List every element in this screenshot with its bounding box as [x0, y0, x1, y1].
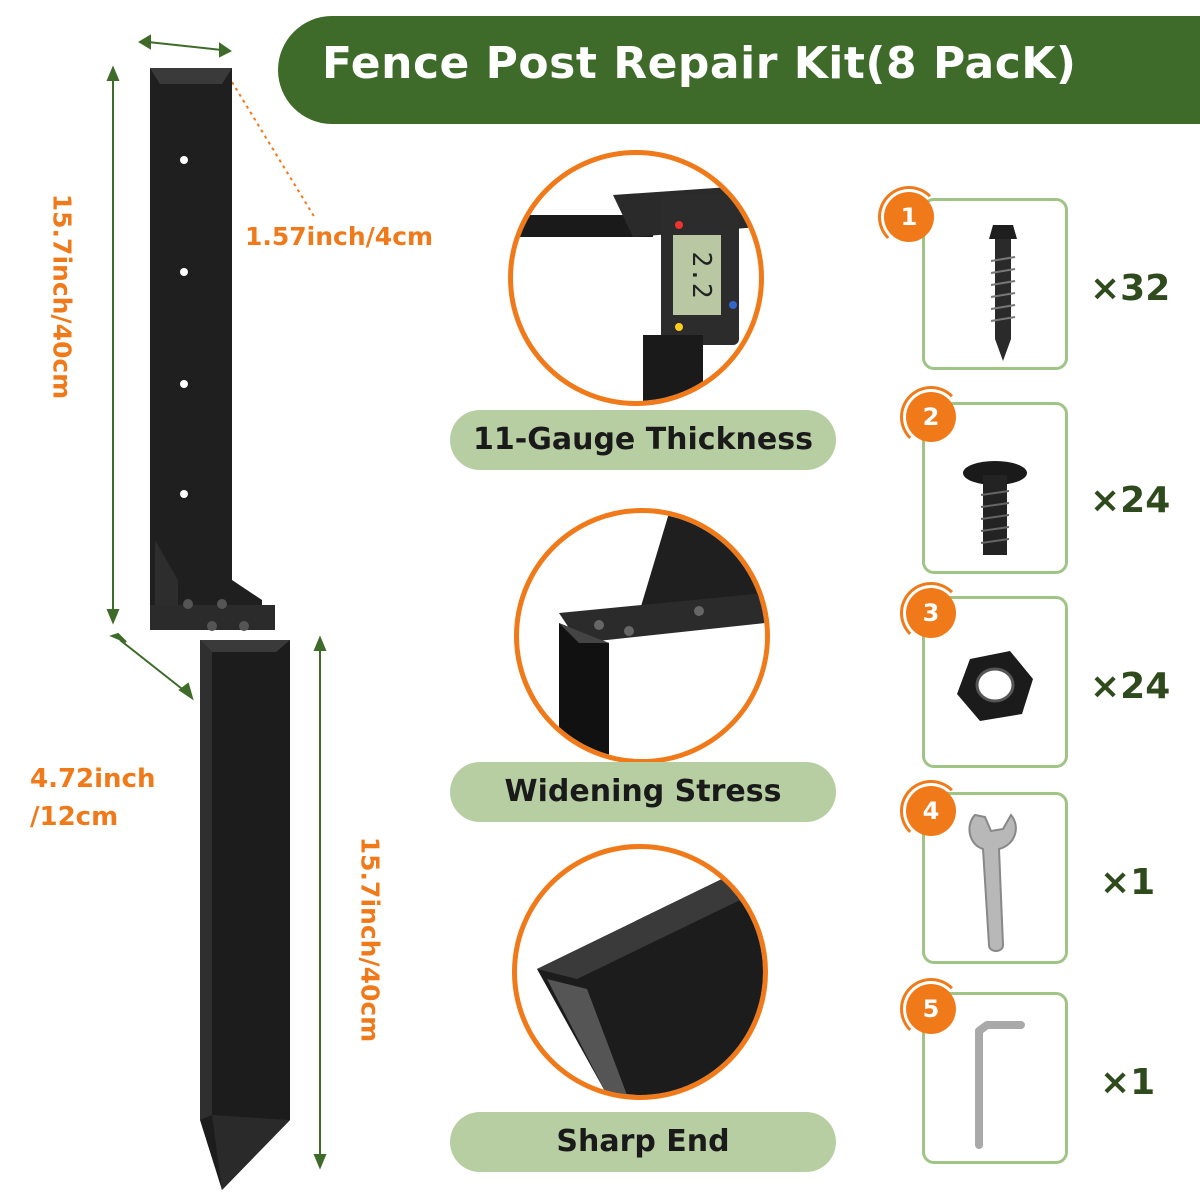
feature-label-stress: Widening Stress [450, 762, 836, 822]
side-width-line1: 4.72inch [30, 764, 156, 794]
badge-1: 1 [884, 192, 934, 242]
side-width-label: 4.72inch /12cm [30, 760, 156, 836]
badge-ring-4 [900, 780, 962, 842]
qty-2: ×24 [1090, 480, 1171, 521]
hex-nut-icon [957, 651, 1033, 721]
hex-key-icon [975, 1021, 1025, 1149]
bottom-height-label: 15.7inch/40cm [355, 836, 385, 1043]
qty-1: ×32 [1090, 268, 1171, 309]
badge-3: 3 [906, 588, 956, 638]
caliper-reading: 2.2 [686, 252, 716, 299]
part-box-1 [922, 198, 1068, 370]
qty-4: ×1 [1100, 862, 1156, 903]
badge-ring-2 [900, 386, 962, 448]
title-banner [278, 16, 1200, 124]
fence-post-bracket-image [106, 34, 327, 1190]
page-title: Fence Post Repair Kit(8 PacK) [322, 38, 1077, 89]
badge-ring-3 [900, 582, 962, 644]
lag-screw-icon [989, 225, 1017, 361]
badge-2: 2 [906, 392, 956, 442]
bracket-corner-icon [559, 513, 765, 759]
badge-5: 5 [906, 984, 956, 1034]
feature-label-sharp: Sharp End [450, 1112, 836, 1172]
badge-ring-5 [900, 978, 962, 1040]
carriage-bolt-icon [963, 461, 1027, 555]
qty-3: ×24 [1090, 666, 1171, 707]
feature-label-gauge: 11-Gauge Thickness [450, 410, 836, 470]
caliper-icon: 2.2 [513, 185, 759, 401]
wrench-icon [968, 813, 1017, 952]
qty-5: ×1 [1100, 1062, 1156, 1103]
spike-tip-icon [537, 859, 763, 1095]
top-height-label: 15.7inch/40cm [47, 193, 77, 400]
badge-4: 4 [906, 786, 956, 836]
width-label: 1.57inch/4cm [245, 222, 434, 251]
gauge-thickness-image: 2.2 [508, 150, 764, 406]
sharp-end-image [512, 844, 768, 1100]
side-width-line2: /12cm [30, 802, 119, 832]
badge-ring-1 [878, 186, 940, 248]
widening-stress-image [514, 508, 770, 764]
